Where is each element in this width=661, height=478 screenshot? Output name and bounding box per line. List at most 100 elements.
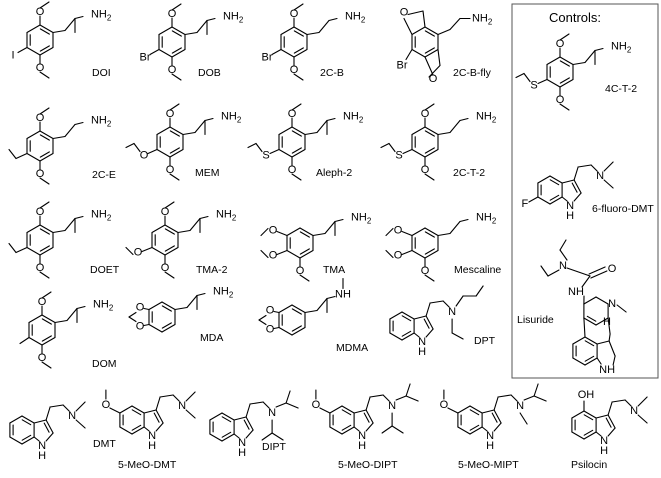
atom-label: NH2	[91, 9, 112, 23]
bond	[259, 316, 266, 321]
compound-name: 6-fluoro-DMT	[592, 203, 654, 215]
bond	[550, 176, 562, 183]
bond	[159, 50, 172, 58]
bond	[281, 27, 294, 35]
bond	[277, 232, 287, 236]
bond	[494, 423, 501, 431]
bond	[450, 121, 460, 133]
bond	[286, 403, 298, 408]
atom-label: S	[262, 150, 269, 162]
atom-label: NH2	[213, 286, 234, 300]
atom-label: O	[440, 399, 449, 411]
atom-label: NH2	[351, 212, 372, 226]
bond	[317, 299, 327, 311]
atom-label: O	[134, 247, 143, 259]
bond	[16, 248, 27, 253]
bond	[608, 415, 615, 428]
atom-label: N	[596, 170, 604, 182]
bond	[149, 325, 162, 333]
bond	[110, 408, 120, 413]
atom-label: O	[269, 225, 278, 237]
compound-name: 5-MeO-DMT	[118, 459, 177, 471]
atom-label: O	[400, 7, 409, 19]
bond	[134, 144, 140, 152]
compound-name: TMA-2	[196, 264, 228, 276]
bond	[584, 432, 596, 439]
atom-label: H	[600, 445, 608, 457]
bond	[256, 144, 262, 152]
atom-label: O	[266, 305, 275, 317]
bond	[560, 34, 569, 40]
bond	[29, 338, 42, 346]
bond	[75, 17, 83, 19]
bond	[55, 321, 67, 323]
bond	[46, 433, 53, 441]
bond	[279, 127, 292, 135]
bond	[259, 320, 266, 325]
bond	[40, 72, 49, 78]
atom-label: O	[312, 399, 321, 411]
bond	[287, 251, 300, 259]
bond	[604, 180, 613, 188]
bond	[274, 312, 279, 313]
atom-label: H	[603, 316, 611, 328]
bond	[516, 74, 524, 78]
bond	[305, 133, 317, 135]
atom-label: N	[559, 260, 567, 272]
atom-label: N	[68, 410, 76, 422]
bond	[274, 328, 279, 329]
bond	[317, 121, 327, 133]
bond	[22, 437, 34, 444]
bond	[452, 333, 463, 339]
compound-name: Psilocin	[571, 459, 607, 471]
bond	[76, 420, 85, 428]
bond	[144, 325, 149, 326]
bond	[40, 202, 49, 208]
bond	[129, 317, 136, 322]
bond	[414, 316, 426, 319]
bond	[126, 144, 134, 148]
atom-label: H	[566, 210, 574, 222]
atom-label: O	[394, 225, 403, 237]
bond	[261, 229, 268, 236]
bond	[412, 150, 425, 158]
atom-label: NH	[568, 286, 584, 298]
bond	[617, 305, 626, 312]
bond	[246, 417, 253, 430]
bond	[152, 225, 165, 233]
bond	[548, 270, 559, 276]
compound-name: MDMA	[336, 342, 368, 354]
bond	[162, 325, 175, 333]
bond	[425, 228, 438, 236]
bond	[425, 27, 438, 35]
compound-name: 2C-E	[92, 169, 116, 181]
bond	[222, 434, 234, 441]
controls-title: Controls:	[549, 10, 601, 25]
compound-name: DPT	[474, 335, 496, 347]
bond	[27, 131, 40, 139]
bond	[142, 248, 152, 252]
bond	[250, 402, 263, 404]
bond	[65, 19, 75, 31]
bond	[292, 174, 301, 180]
bond	[402, 251, 412, 255]
bond	[584, 318, 596, 325]
bond	[584, 297, 596, 304]
bond	[40, 131, 53, 139]
atom-label: N	[516, 400, 524, 412]
bond	[156, 410, 163, 423]
bond	[402, 312, 414, 319]
bond	[42, 292, 51, 298]
atom-label: H	[38, 450, 46, 462]
bond	[327, 119, 335, 121]
bond	[585, 337, 597, 344]
bond	[156, 423, 163, 431]
bond	[386, 251, 393, 258]
atom-label: NH2	[611, 41, 632, 55]
